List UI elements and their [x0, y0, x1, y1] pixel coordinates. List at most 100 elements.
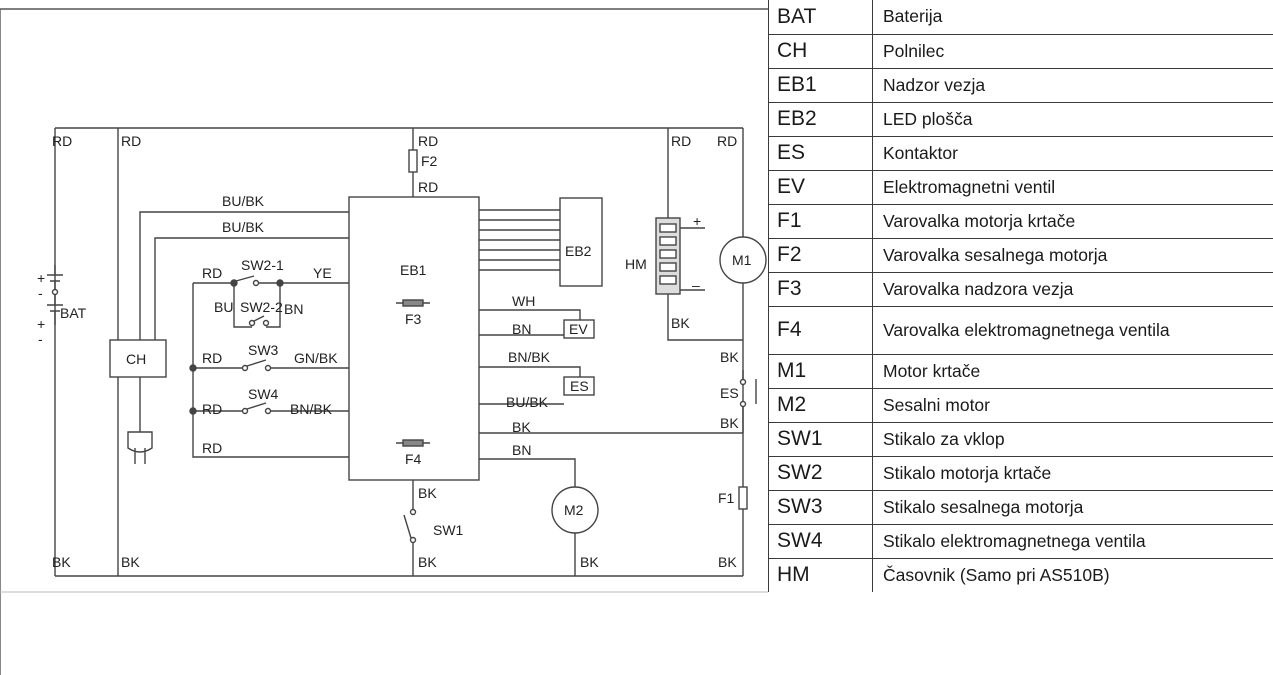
label-bn-ev: BN [512, 321, 531, 337]
label-ye: YE [313, 265, 332, 281]
label-bk-sw1-top: BK [418, 485, 437, 501]
bn-m2-wire [479, 458, 576, 488]
legend-code: F2 [768, 237, 873, 273]
label-f4: F4 [405, 451, 422, 467]
bat-plus-1: + [37, 270, 45, 286]
legend-code: F3 [768, 271, 873, 307]
bu-bk-wire-2 [154, 237, 349, 340]
label-bn-sw2: BN [284, 301, 303, 317]
legend-description: Sesalni motor [872, 387, 1273, 423]
legend-description: Varovalka sesalnega motorja [872, 237, 1273, 273]
label-sw2-1: SW2-1 [241, 257, 284, 273]
label-bu-bk-es: BU/BK [506, 394, 549, 410]
legend-code: F1 [768, 203, 873, 239]
legend-code: M2 [768, 387, 873, 423]
legend-description: Polnilec [872, 33, 1273, 69]
legend-code: HM [768, 557, 873, 592]
motor-m1 [719, 236, 767, 284]
label-sw1: SW1 [433, 522, 464, 538]
eb1-box [348, 196, 480, 481]
ev-box [563, 319, 595, 339]
label-bk-sw1-bot: BK [418, 554, 437, 570]
rd-bottom-wire [192, 450, 349, 458]
legend-code: SW2 [768, 455, 873, 491]
legend-code: EB2 [768, 101, 873, 137]
legend-description: Elektromagnetni ventil [872, 169, 1273, 205]
ch-plug-pins [134, 448, 146, 464]
legend-description: Nadzor vezja [872, 67, 1273, 103]
label-sw3: SW3 [248, 342, 279, 358]
legend-code: CH [768, 33, 873, 69]
bu-bk-wire-1 [139, 211, 349, 340]
bat-minus-2: - [38, 331, 43, 347]
label-sw4: SW4 [248, 386, 279, 402]
label-hm-minus: – [692, 277, 700, 293]
label-rd-sw3: RD [202, 350, 222, 366]
label-m2: M2 [564, 502, 584, 518]
label-bk-m2: BK [580, 554, 599, 570]
label-rd-left: RD [52, 133, 72, 149]
eb2-wires [479, 209, 560, 271]
legend-description: LED plošča [872, 101, 1273, 137]
legend-description: Kontaktor [872, 135, 1273, 171]
label-bn-bk-sw4: BN/BK [290, 401, 333, 417]
legend-code: SW3 [768, 489, 873, 525]
legend-description: Varovalka motorja krtače [872, 203, 1273, 239]
label-bu-bk-1: BU/BK [222, 193, 265, 209]
legend-description: Stikalo elektromagnetnega ventila [872, 523, 1273, 559]
legend-code: SW1 [768, 421, 873, 457]
label-bk-ch: BK [121, 554, 140, 570]
label-bu-sw2: BU [214, 299, 233, 315]
label-hm: HM [625, 256, 647, 272]
hm-line [667, 128, 743, 341]
label-bu-bk-2: BU/BK [222, 219, 265, 235]
legend-description: Baterija [872, 0, 1273, 35]
hm-to-m1 [680, 227, 705, 291]
label-bn-bk-es: BN/BK [508, 349, 551, 365]
ch-box [109, 339, 167, 378]
label-rd-hm: RD [671, 133, 691, 149]
legend-code: ES [768, 135, 873, 171]
label-bk-es-top: BK [720, 349, 739, 365]
label-rd-bottom: RD [202, 440, 222, 456]
label-f3: F3 [405, 311, 422, 327]
label-ch: CH [126, 351, 146, 367]
bat-plus-2: + [37, 316, 45, 332]
fuse-f2 [408, 149, 418, 173]
label-f1: F1 [718, 490, 735, 506]
label-bk-hm: BK [671, 315, 690, 331]
label-hm-plus: + [693, 213, 701, 229]
label-gn-bk: GN/BK [294, 350, 338, 366]
legend-description: Motor krtače [872, 353, 1273, 389]
es-box [563, 376, 595, 396]
sw2-2-wire [233, 283, 281, 328]
diagram-frame [0, 8, 768, 675]
label-rd-f2-low: RD [418, 179, 438, 195]
label-bk-f4: BK [512, 419, 531, 435]
legend-description: Stikalo sesalnega motorja [872, 489, 1273, 525]
label-eb1: EB1 [400, 262, 427, 278]
legend-description: Časovnik (Samo pri AS510B) [872, 557, 1273, 592]
label-bn-f4: BN [512, 442, 531, 458]
label-rd-m1: RD [717, 133, 737, 149]
es-wires [479, 366, 581, 405]
legend-code: F4 [768, 305, 873, 355]
fuse-f1 [738, 486, 748, 510]
legend-code: M1 [768, 353, 873, 389]
label-rd-sw2: RD [202, 265, 222, 281]
